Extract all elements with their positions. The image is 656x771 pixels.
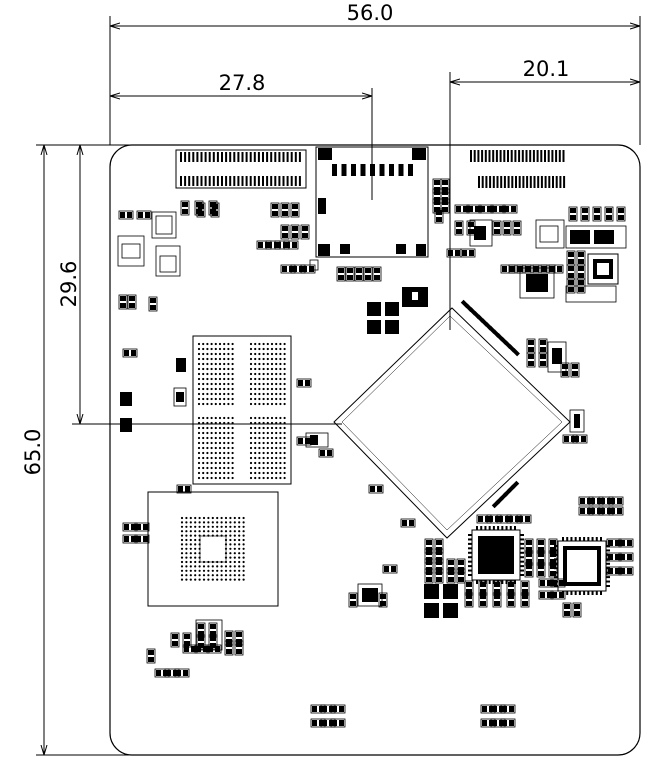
qfn-chip-1: [468, 526, 524, 584]
dim-label-overall-width: 56.0: [347, 1, 394, 25]
switch-component-2: [424, 584, 458, 618]
top-left-fpc-connector: [175, 149, 307, 189]
bga-flash-chip: [147, 491, 279, 607]
soc-edge-connector-2: [491, 480, 520, 509]
qfn-chip-2: [554, 537, 610, 595]
dim-label-offset-right: 20.1: [523, 57, 570, 81]
dim-label-offset-vertical: 29.6: [57, 261, 81, 308]
passive-components: [117, 178, 634, 728]
main-soc-chip: [333, 307, 571, 539]
switch-component-3: [402, 287, 428, 307]
sd-card-socket: [315, 146, 429, 258]
dim-label-offset-left: 27.8: [219, 71, 266, 95]
qfn-chip-3: [587, 253, 619, 285]
board-outline: [109, 144, 641, 756]
top-right-fpc-connector: [470, 150, 566, 188]
dim-label-overall-height: 65.0: [21, 429, 45, 476]
dimension-lines: [36, 16, 641, 756]
switch-component-1: [367, 302, 399, 334]
soc-edge-connector: [460, 299, 520, 357]
bga-memory-chip: [192, 335, 292, 485]
